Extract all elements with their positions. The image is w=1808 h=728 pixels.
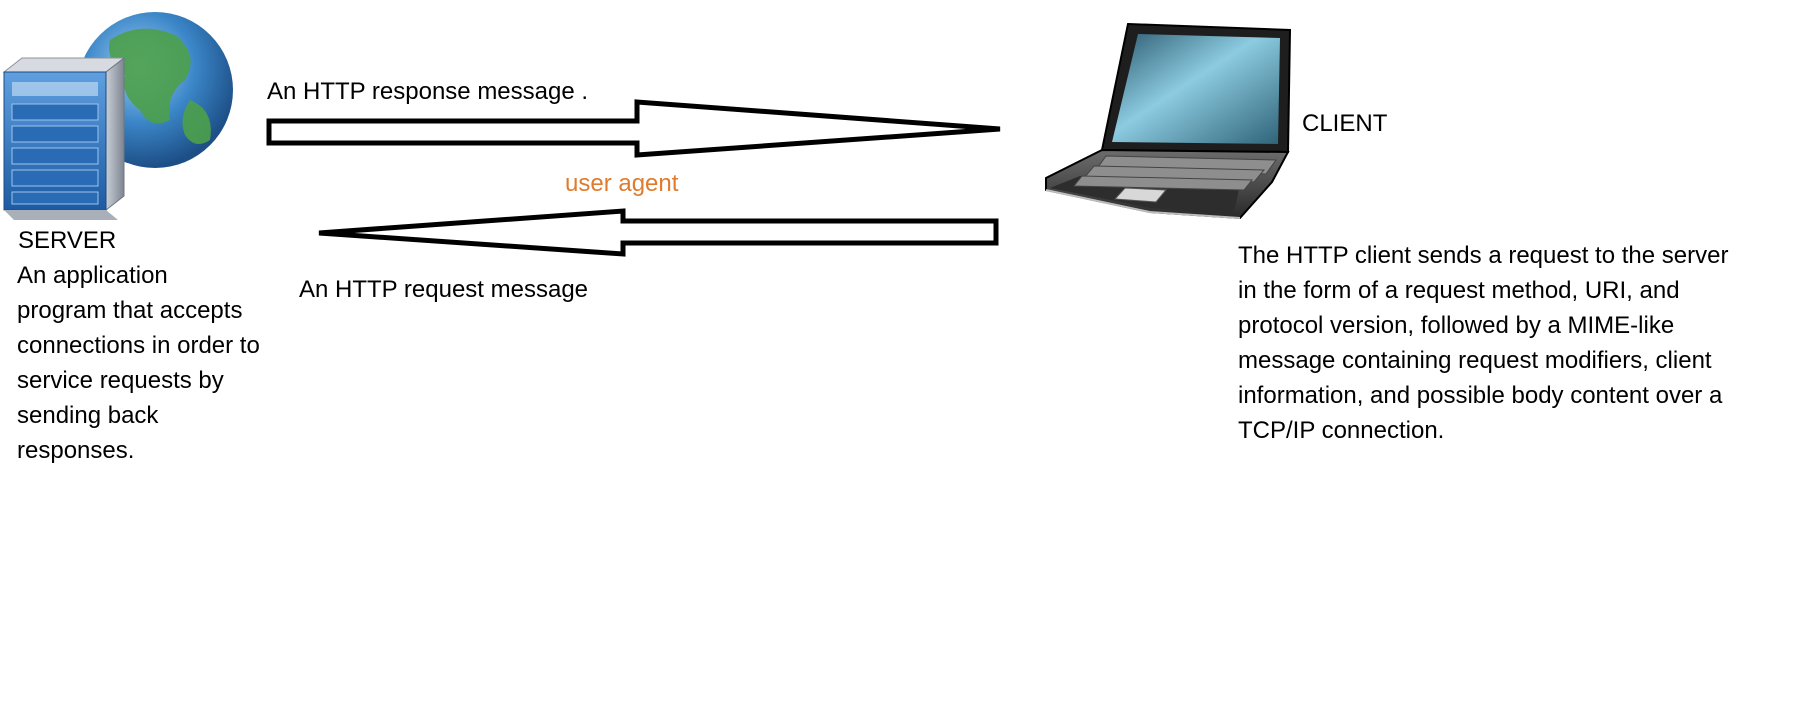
http-response-arrow — [266, 99, 1001, 158]
laptop-icon — [1045, 22, 1292, 220]
http-request-label: An HTTP request message — [299, 276, 589, 303]
server-label: SERVER — [18, 227, 117, 254]
client-description: The HTTP client sends a request to the s… — [1238, 242, 1729, 444]
http-response-label: An HTTP response message . — [267, 78, 589, 105]
http-request-arrow — [318, 208, 999, 257]
client-label: CLIENT — [1302, 110, 1388, 137]
server-description: An application program that accepts conn… — [17, 262, 260, 464]
server-globe-icon — [2, 12, 233, 220]
user-agent-label: user agent — [565, 170, 679, 197]
